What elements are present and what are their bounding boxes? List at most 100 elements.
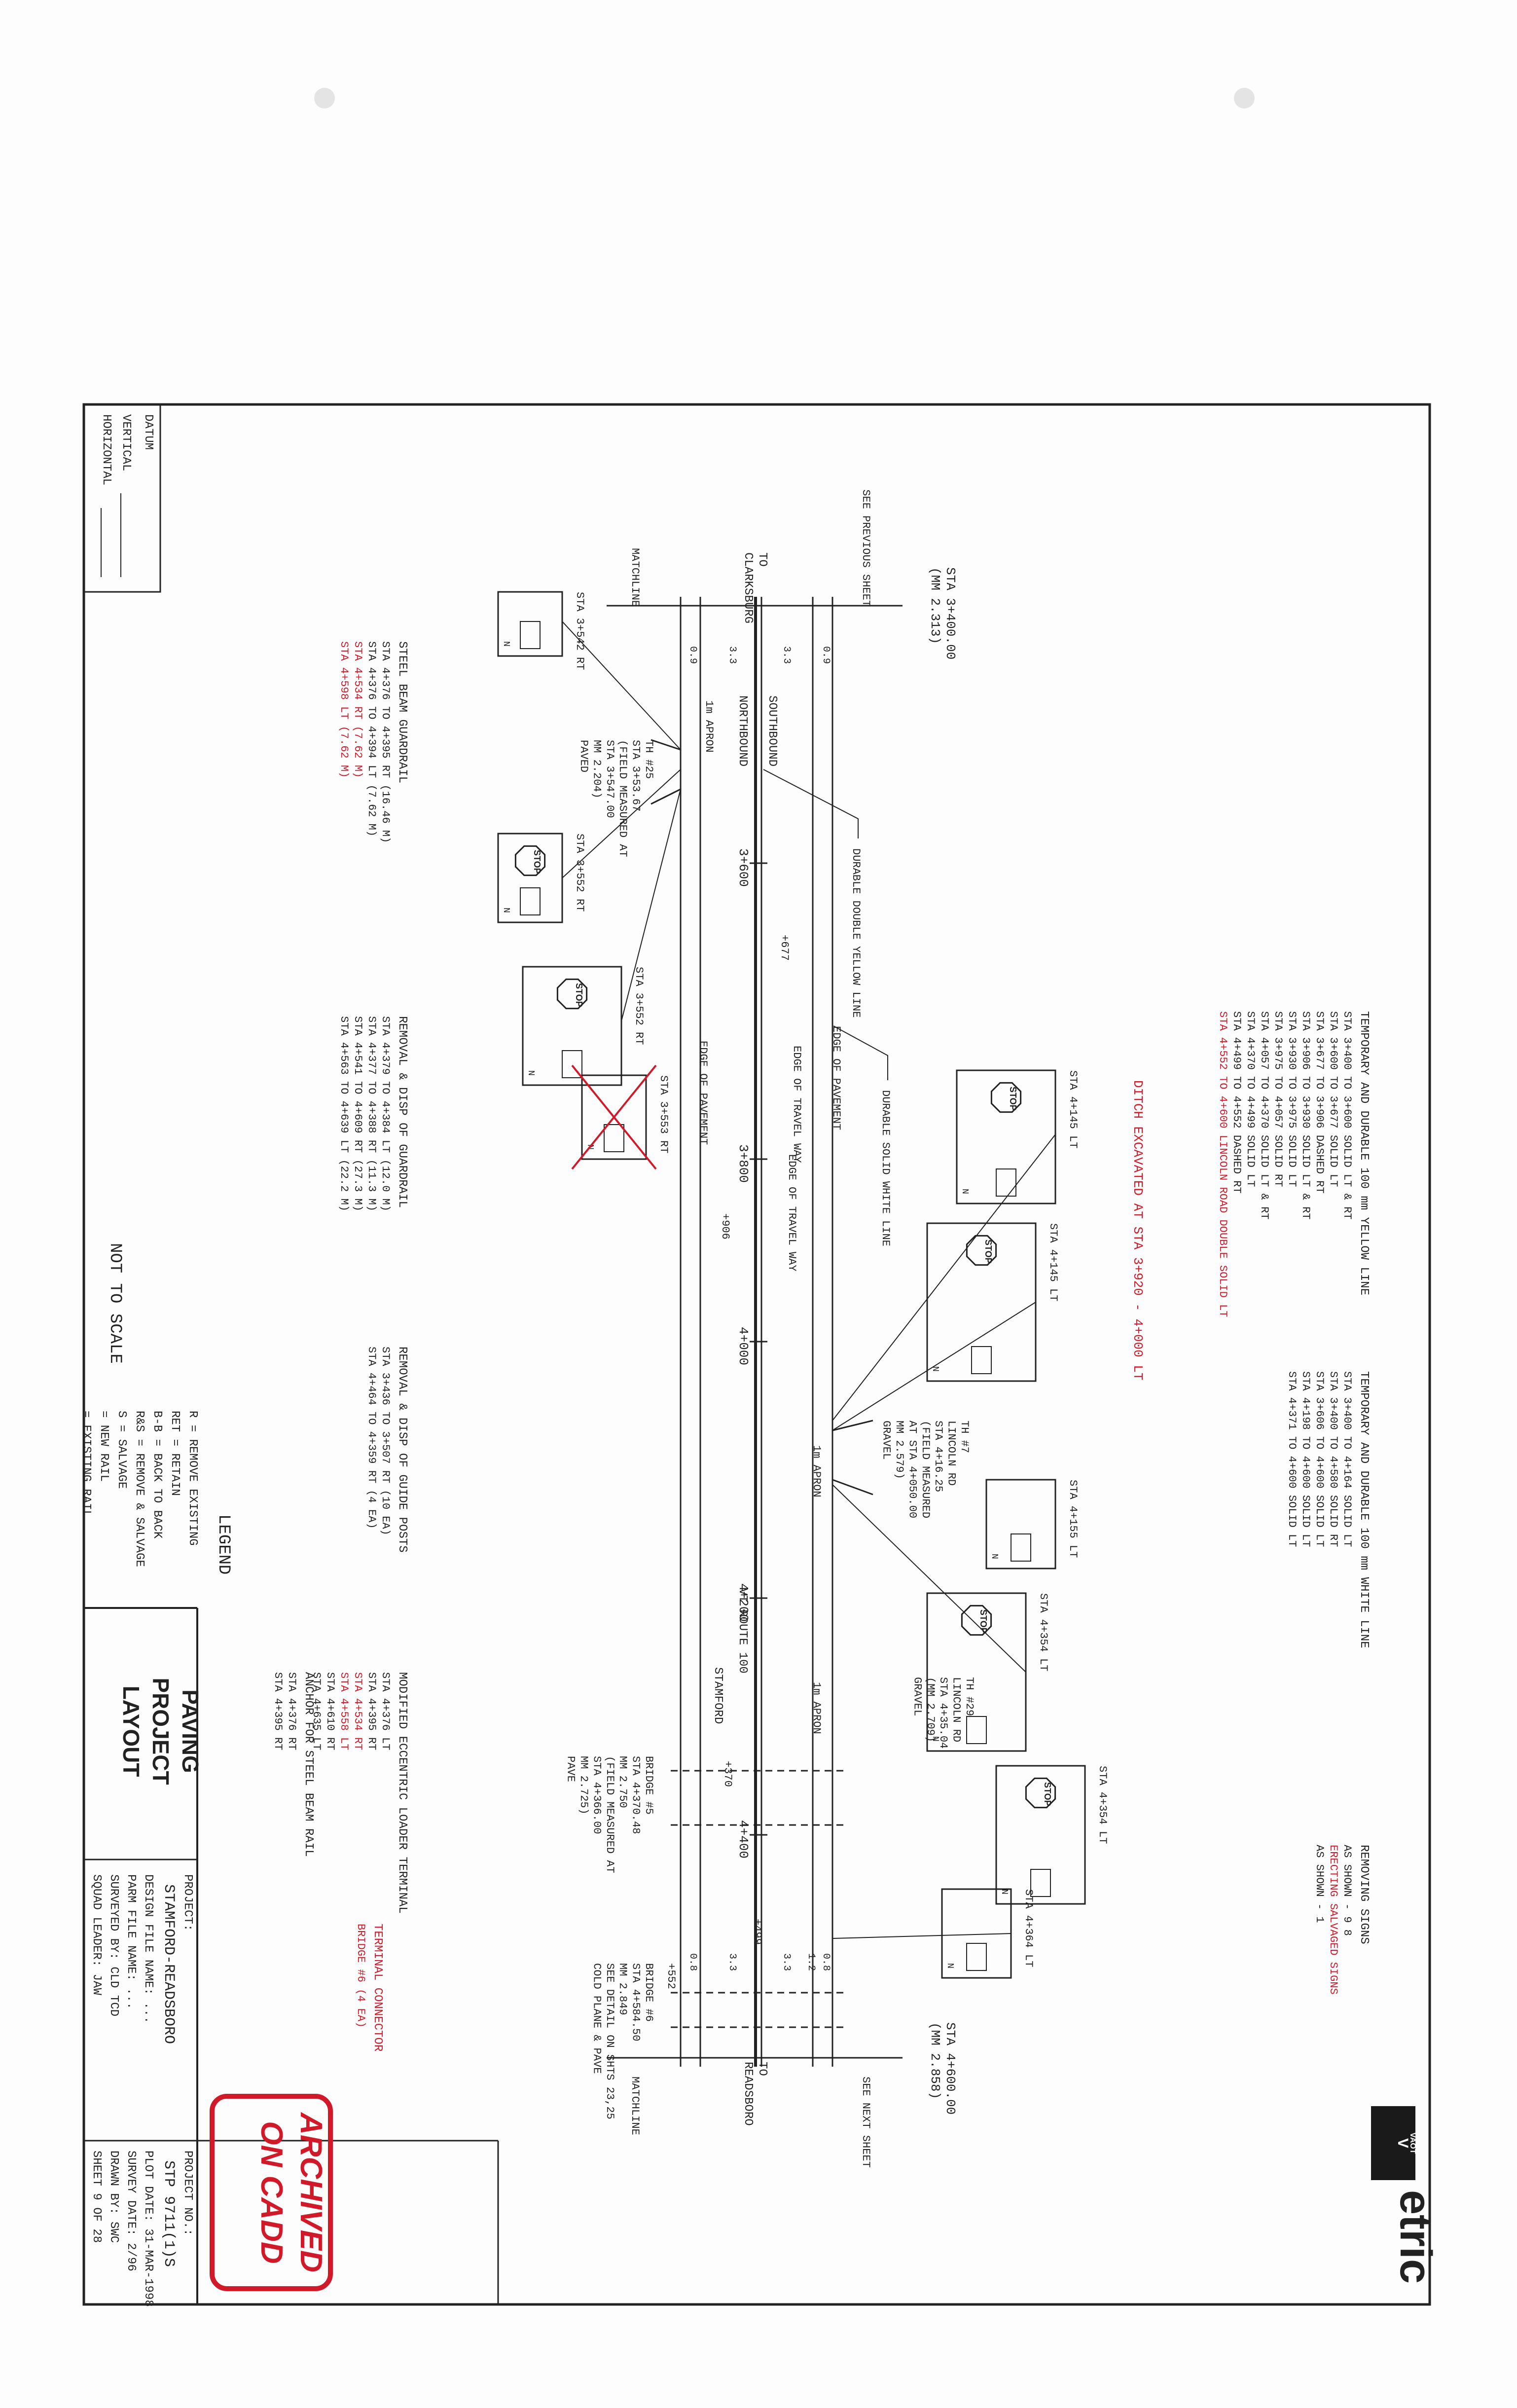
th29-note: (MM 2.709): [924, 1677, 937, 1742]
svg-text:ON CADD: ON CADD: [254, 2121, 289, 2263]
svg-text:ARCHIVED: ARCHIVED: [294, 2112, 328, 2272]
note-row: STA 4+610 RT: [324, 1672, 336, 1750]
legend-item: R = REMOVE EXISTING: [186, 1411, 199, 1546]
sign-code: N: [930, 1736, 940, 1742]
matchline-top-right: SEE PREVIOUS SHEET: [860, 489, 872, 607]
th29-note: STA 4+35.04: [937, 1677, 949, 1749]
legend-item: R&S = REMOVE & SALVAGE: [133, 1411, 146, 1567]
th7-note: STA 4+16.25: [932, 1421, 944, 1492]
sign-plate: [996, 1168, 1016, 1197]
sign-code: N: [945, 1963, 955, 1969]
note-title: STEEL BEAM GUARDRAIL: [396, 641, 409, 783]
plot-date: PLOT DATE: 31-MAR-1998: [142, 2151, 155, 2307]
plus-mark: +552: [665, 1963, 677, 1989]
note-title: TEMPORARY AND DURABLE 100 mm YELLOW LINE: [1357, 1011, 1371, 1295]
note-row: ERECTING SALVAGED SIGNS: [1327, 1845, 1339, 1995]
th29-note: GRAVEL: [911, 1677, 923, 1716]
bridge-5: [671, 1770, 843, 1826]
sign-station: STA 3+552 RT: [633, 967, 645, 1045]
dim-label: 3.3: [781, 1953, 792, 1971]
note-row: STA 4+563 TO 4+639 LT (22.2 M): [338, 1016, 350, 1211]
note-title: MODIFIED ECCENTRIC LOADER TERMINAL: [396, 1672, 409, 1914]
stop-sign-icon: [1025, 1777, 1056, 1809]
line-callout: 1m APRON: [703, 700, 715, 753]
stop-sign-icon: [556, 978, 588, 1010]
legend-title: LEGEND: [214, 1514, 233, 1574]
sign-code: N: [501, 641, 511, 647]
bridge5-note: MM 2.725): [578, 1756, 590, 1815]
line-callout: DURABLE SOLID WHITE LINE: [879, 1090, 892, 1246]
datum-box: DATUM VERTICAL HORIZONTAL: [83, 403, 161, 593]
datum-vertical: VERTICAL: [119, 414, 133, 471]
punch-hole: [314, 88, 335, 109]
matchline-bottom-left: MATCHLINE: [629, 2077, 641, 2135]
bridge6-note: MM 2.849: [616, 1963, 629, 2015]
plot-file: PARM FILE NAME: ...: [124, 1874, 138, 2009]
stop-sign-icon: [514, 845, 546, 876]
note-row: STA 4+057 TO 4+370 SOLID LT & RT: [1258, 1011, 1270, 1219]
archived-stamp: ARCHIVED ON CADD: [210, 2094, 333, 2291]
lane-label: SOUTHBOUND: [765, 695, 779, 766]
stop-sign-icon: [966, 1235, 997, 1266]
to-readsboro: TO: [756, 2062, 769, 2076]
sign-plate: [1011, 1533, 1031, 1562]
th7-note: TH #7: [958, 1421, 971, 1453]
note-row: STA 3+930 TO 3+975 SOLID LT: [1286, 1011, 1298, 1187]
sign-station: STA 4+354 LT: [1096, 1766, 1109, 1844]
project-no: STP 9711(1)S: [160, 2160, 177, 2267]
sign-panel: STA 3+542 RTN: [497, 591, 586, 670]
sign-station: STA 4+354 LT: [1037, 1593, 1049, 1671]
note-row: STA 4+598 LT (7.62 M): [338, 641, 350, 778]
note-row: STA 4+198 TO 4+600 SOLID LT: [1300, 1371, 1312, 1547]
note-row: BRIDGE #6 (4 EA): [355, 1924, 367, 2028]
note-row: STA 4+376 TO 4+394 LT (7.62 M): [365, 641, 378, 837]
note-row: STA 3+975 TO 4+057 SOLID RT: [1272, 1011, 1284, 1187]
note-row: STA 4+541 TO 4+609 RT (27.3 M): [352, 1016, 364, 1211]
station-label: 4+400: [736, 1820, 751, 1859]
drawn-by: DRAWN BY: SWC: [107, 2151, 120, 2243]
note-title: REMOVAL & DISP OF GUIDE POSTS: [396, 1347, 409, 1553]
sign-panel: STA 4+364 LTN: [941, 1888, 1035, 1979]
line-callout: EDGE OF TRAVEL WAY: [791, 1046, 803, 1163]
sign-code: N: [999, 1889, 1009, 1895]
sign-plate: [966, 1716, 987, 1744]
sign-station: STA 4+145 LT: [1047, 1223, 1059, 1301]
note-row: STA 4+379 TO 4+384 LT (12.0 M): [379, 1016, 392, 1211]
sign-plate: [562, 1050, 582, 1078]
note-title: ANCHOR FOR STEEL BEAM RAIL: [302, 1672, 315, 1857]
line-callout: 1m APRON: [810, 1682, 823, 1734]
note-row: STA 4+395 RT: [272, 1672, 284, 1750]
stop-text: STOP: [532, 850, 542, 874]
survey-date: SURVEY DATE: 2/96: [124, 2151, 138, 2271]
station-label: 3+600: [736, 848, 751, 887]
bridge5-note: STA 4+370.48: [630, 1756, 642, 1834]
station-label: 4+000: [736, 1327, 751, 1365]
datum-title: DATUM: [142, 414, 155, 450]
note-title: TERMINAL CONNECTOR: [371, 1924, 384, 2051]
sign-plate: [604, 1124, 624, 1152]
drawing-title: PAVINGPROJECTLAYOUT: [118, 1678, 203, 1785]
stop-sign-icon: [990, 1082, 1022, 1113]
sign-plate: [520, 621, 541, 649]
squad-leader: SQUAD LEADER: JAW: [90, 1874, 103, 1995]
dim-label: 0.8: [820, 1953, 831, 1971]
clough-rd: [650, 739, 681, 805]
stop-text: STOP: [574, 983, 584, 1007]
th7-note: AT STA 4+050.00: [906, 1421, 918, 1518]
legend-item: S = SALVAGE: [115, 1411, 128, 1489]
note-row: AS SHOWN - 9 8: [1341, 1845, 1353, 1936]
stop-text: STOP: [983, 1240, 993, 1264]
project-name: STAMFORD-READSBORO: [160, 1884, 177, 2044]
sign-plate: [971, 1346, 992, 1374]
dim-label: 1.2: [805, 1953, 817, 1971]
bridge6-note: COLD PLANE & PAVE: [590, 1963, 603, 2074]
plus-mark: +677: [778, 935, 791, 961]
note-row: STA 4+552 TO 4+600 LINCOLN ROAD DOUBLE S…: [1217, 1011, 1229, 1317]
datum-horizontal: HORIZONTAL: [100, 414, 113, 485]
